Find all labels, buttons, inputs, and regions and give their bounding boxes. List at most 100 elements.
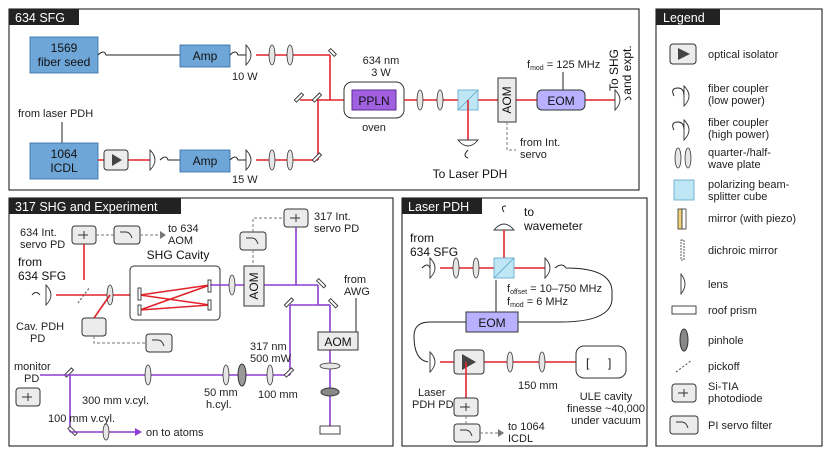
fiber-coupler-high-icon bbox=[672, 118, 690, 142]
legend-label: optical isolator bbox=[708, 49, 779, 61]
photodiode-cav bbox=[81, 317, 107, 337]
cav-pdh-1: Cav. PDH bbox=[16, 321, 64, 333]
ule-cavity bbox=[575, 345, 627, 379]
aom2-317-label: AOM bbox=[324, 335, 351, 349]
from-awg-1: from bbox=[344, 274, 366, 286]
from-634-pdh-2: 634 SFG bbox=[410, 245, 458, 259]
legend-label: Si-TIA bbox=[708, 381, 739, 393]
laser-pdh-pd-2: PDH PD bbox=[412, 399, 454, 411]
eom-pdh-label: EOM bbox=[478, 316, 505, 330]
eom-634-label: EOM bbox=[547, 94, 574, 108]
legend-label: fiber coupler bbox=[708, 83, 769, 95]
int-317-1: 317 Int. bbox=[314, 211, 351, 223]
legend-title: Legend bbox=[663, 11, 705, 25]
aom1-317 bbox=[243, 265, 265, 307]
out-wavelength: 634 nm bbox=[363, 55, 400, 67]
eom-634 bbox=[536, 89, 586, 111]
uv-wavelength: 317 nm bbox=[250, 341, 287, 353]
from-int-servo-2: servo bbox=[520, 149, 547, 161]
legend-label: pickoff bbox=[708, 361, 741, 373]
cav-pdh-2: PD bbox=[30, 333, 45, 345]
fiber-seed-box bbox=[29, 36, 99, 74]
legend-label: wave plate bbox=[707, 159, 761, 171]
lens-50-1: 50 mm bbox=[204, 387, 238, 399]
panel-pdh-title: Laser PDH bbox=[408, 200, 469, 214]
roof-prism-icon bbox=[671, 305, 697, 315]
int-servo-pd-1: 634 Int. bbox=[20, 227, 57, 239]
legend-label: dichroic mirror bbox=[708, 245, 778, 257]
oven-label: oven bbox=[362, 122, 386, 134]
pickoff-icon bbox=[675, 359, 693, 373]
on-to-atoms: on to atoms bbox=[146, 427, 204, 439]
laser-pdh-pd-1: Laser bbox=[418, 387, 446, 399]
legend-label: roof prism bbox=[708, 305, 757, 317]
dichroic-mirror-icon bbox=[680, 239, 685, 261]
icdl-box bbox=[29, 142, 99, 180]
lens-100v: 100 mm v.cyl. bbox=[48, 413, 115, 425]
legend-label: quarter-/half- bbox=[708, 147, 771, 159]
lens-icon bbox=[680, 272, 686, 296]
lens-300: 300 mm v.cyl. bbox=[82, 395, 149, 407]
isolator-icon bbox=[669, 43, 697, 65]
photodiode-icon bbox=[671, 383, 697, 403]
shg-cavity-label: SHG Cavity bbox=[147, 248, 210, 262]
to-shg-2: and expt. bbox=[620, 45, 634, 94]
legend-label: photodiode bbox=[708, 393, 762, 405]
legend-label: lens bbox=[708, 279, 729, 291]
mirror-icon bbox=[677, 208, 687, 230]
f-offset-label: foffset = 10–750 MHz bbox=[507, 283, 602, 296]
out-power: 3 W bbox=[371, 67, 391, 79]
from-634-pdh-1: from bbox=[410, 231, 434, 245]
panel-317-title: 317 SHG and Experiment bbox=[15, 200, 158, 214]
pi-servo-int bbox=[113, 225, 141, 245]
pi-servo-cav bbox=[145, 333, 173, 353]
panel-634-sfg: 634 SFG 1569 fiber seed Amp 10 W from la… bbox=[8, 8, 640, 191]
to-shg-1: To SHG bbox=[607, 49, 621, 91]
pinhole bbox=[320, 387, 340, 397]
aom-634-label: AOM bbox=[500, 86, 514, 113]
svg-text:[: [ bbox=[586, 356, 590, 370]
to-laser-pdh-label: To Laser PDH bbox=[433, 167, 508, 181]
amp2-power: 15 W bbox=[232, 174, 258, 186]
legend-label: pinhole bbox=[708, 335, 743, 347]
legend-label: fiber coupler bbox=[708, 117, 769, 129]
ppln-crystal bbox=[351, 89, 397, 111]
panel-laser-pdh: Laser PDH to wavemeter from 634 SFG foff… bbox=[401, 197, 648, 447]
amp1-label: Amp bbox=[193, 49, 218, 63]
legend-label: (low power) bbox=[708, 95, 765, 107]
aom2-317 bbox=[317, 331, 359, 351]
waveplate-icon bbox=[674, 147, 692, 169]
to-1064-2: ICDL bbox=[508, 433, 533, 445]
icdl-label-1: 1064 bbox=[51, 147, 78, 161]
to-wavemeter-2: wavemeter bbox=[523, 219, 583, 233]
lens-150: 150 mm bbox=[518, 380, 558, 392]
from-awg-2: AWG bbox=[344, 286, 370, 298]
roof-prism bbox=[319, 425, 341, 435]
f-mod-label: fmod = 6 MHz bbox=[507, 296, 568, 309]
legend-label: (high power) bbox=[708, 129, 769, 141]
monitor-pd-2: PD bbox=[24, 373, 39, 385]
from-634-sfg-2: 634 SFG bbox=[18, 269, 66, 283]
pinhole-icon bbox=[679, 328, 689, 352]
amp2-box bbox=[179, 149, 231, 173]
from-int-servo-1: from Int. bbox=[520, 137, 560, 149]
svg-text:]: ] bbox=[608, 356, 611, 370]
fmod-label: fmod = 125 MHz bbox=[527, 59, 600, 72]
to-wavemeter-1: to bbox=[524, 205, 534, 219]
fiber-coupler-low-icon bbox=[672, 84, 690, 108]
panel-317-shg: 317 SHG and Experiment 634 Int. servo PD… bbox=[8, 197, 394, 447]
uv-power: 500 mW bbox=[250, 353, 292, 365]
ule-2: finesse ~40,000 bbox=[567, 403, 645, 415]
int-servo-pd-2: servo PD bbox=[20, 239, 65, 251]
ule-1: ULE cavity bbox=[580, 391, 633, 403]
ule-3: under vacuum bbox=[571, 415, 641, 427]
int-317-2: servo PD bbox=[314, 223, 359, 235]
pbs-cube-icon bbox=[673, 179, 695, 201]
from-laser-pdh-label: from laser PDH bbox=[18, 108, 93, 120]
shg-cavity-box bbox=[129, 265, 221, 321]
from-634-sfg-1: from bbox=[18, 255, 42, 269]
to-1064-1: to 1064 bbox=[508, 421, 545, 433]
panel-634-title: 634 SFG bbox=[15, 11, 65, 25]
seed-label-2: fiber seed bbox=[38, 55, 91, 69]
pi-servo-pdh bbox=[453, 423, 481, 443]
